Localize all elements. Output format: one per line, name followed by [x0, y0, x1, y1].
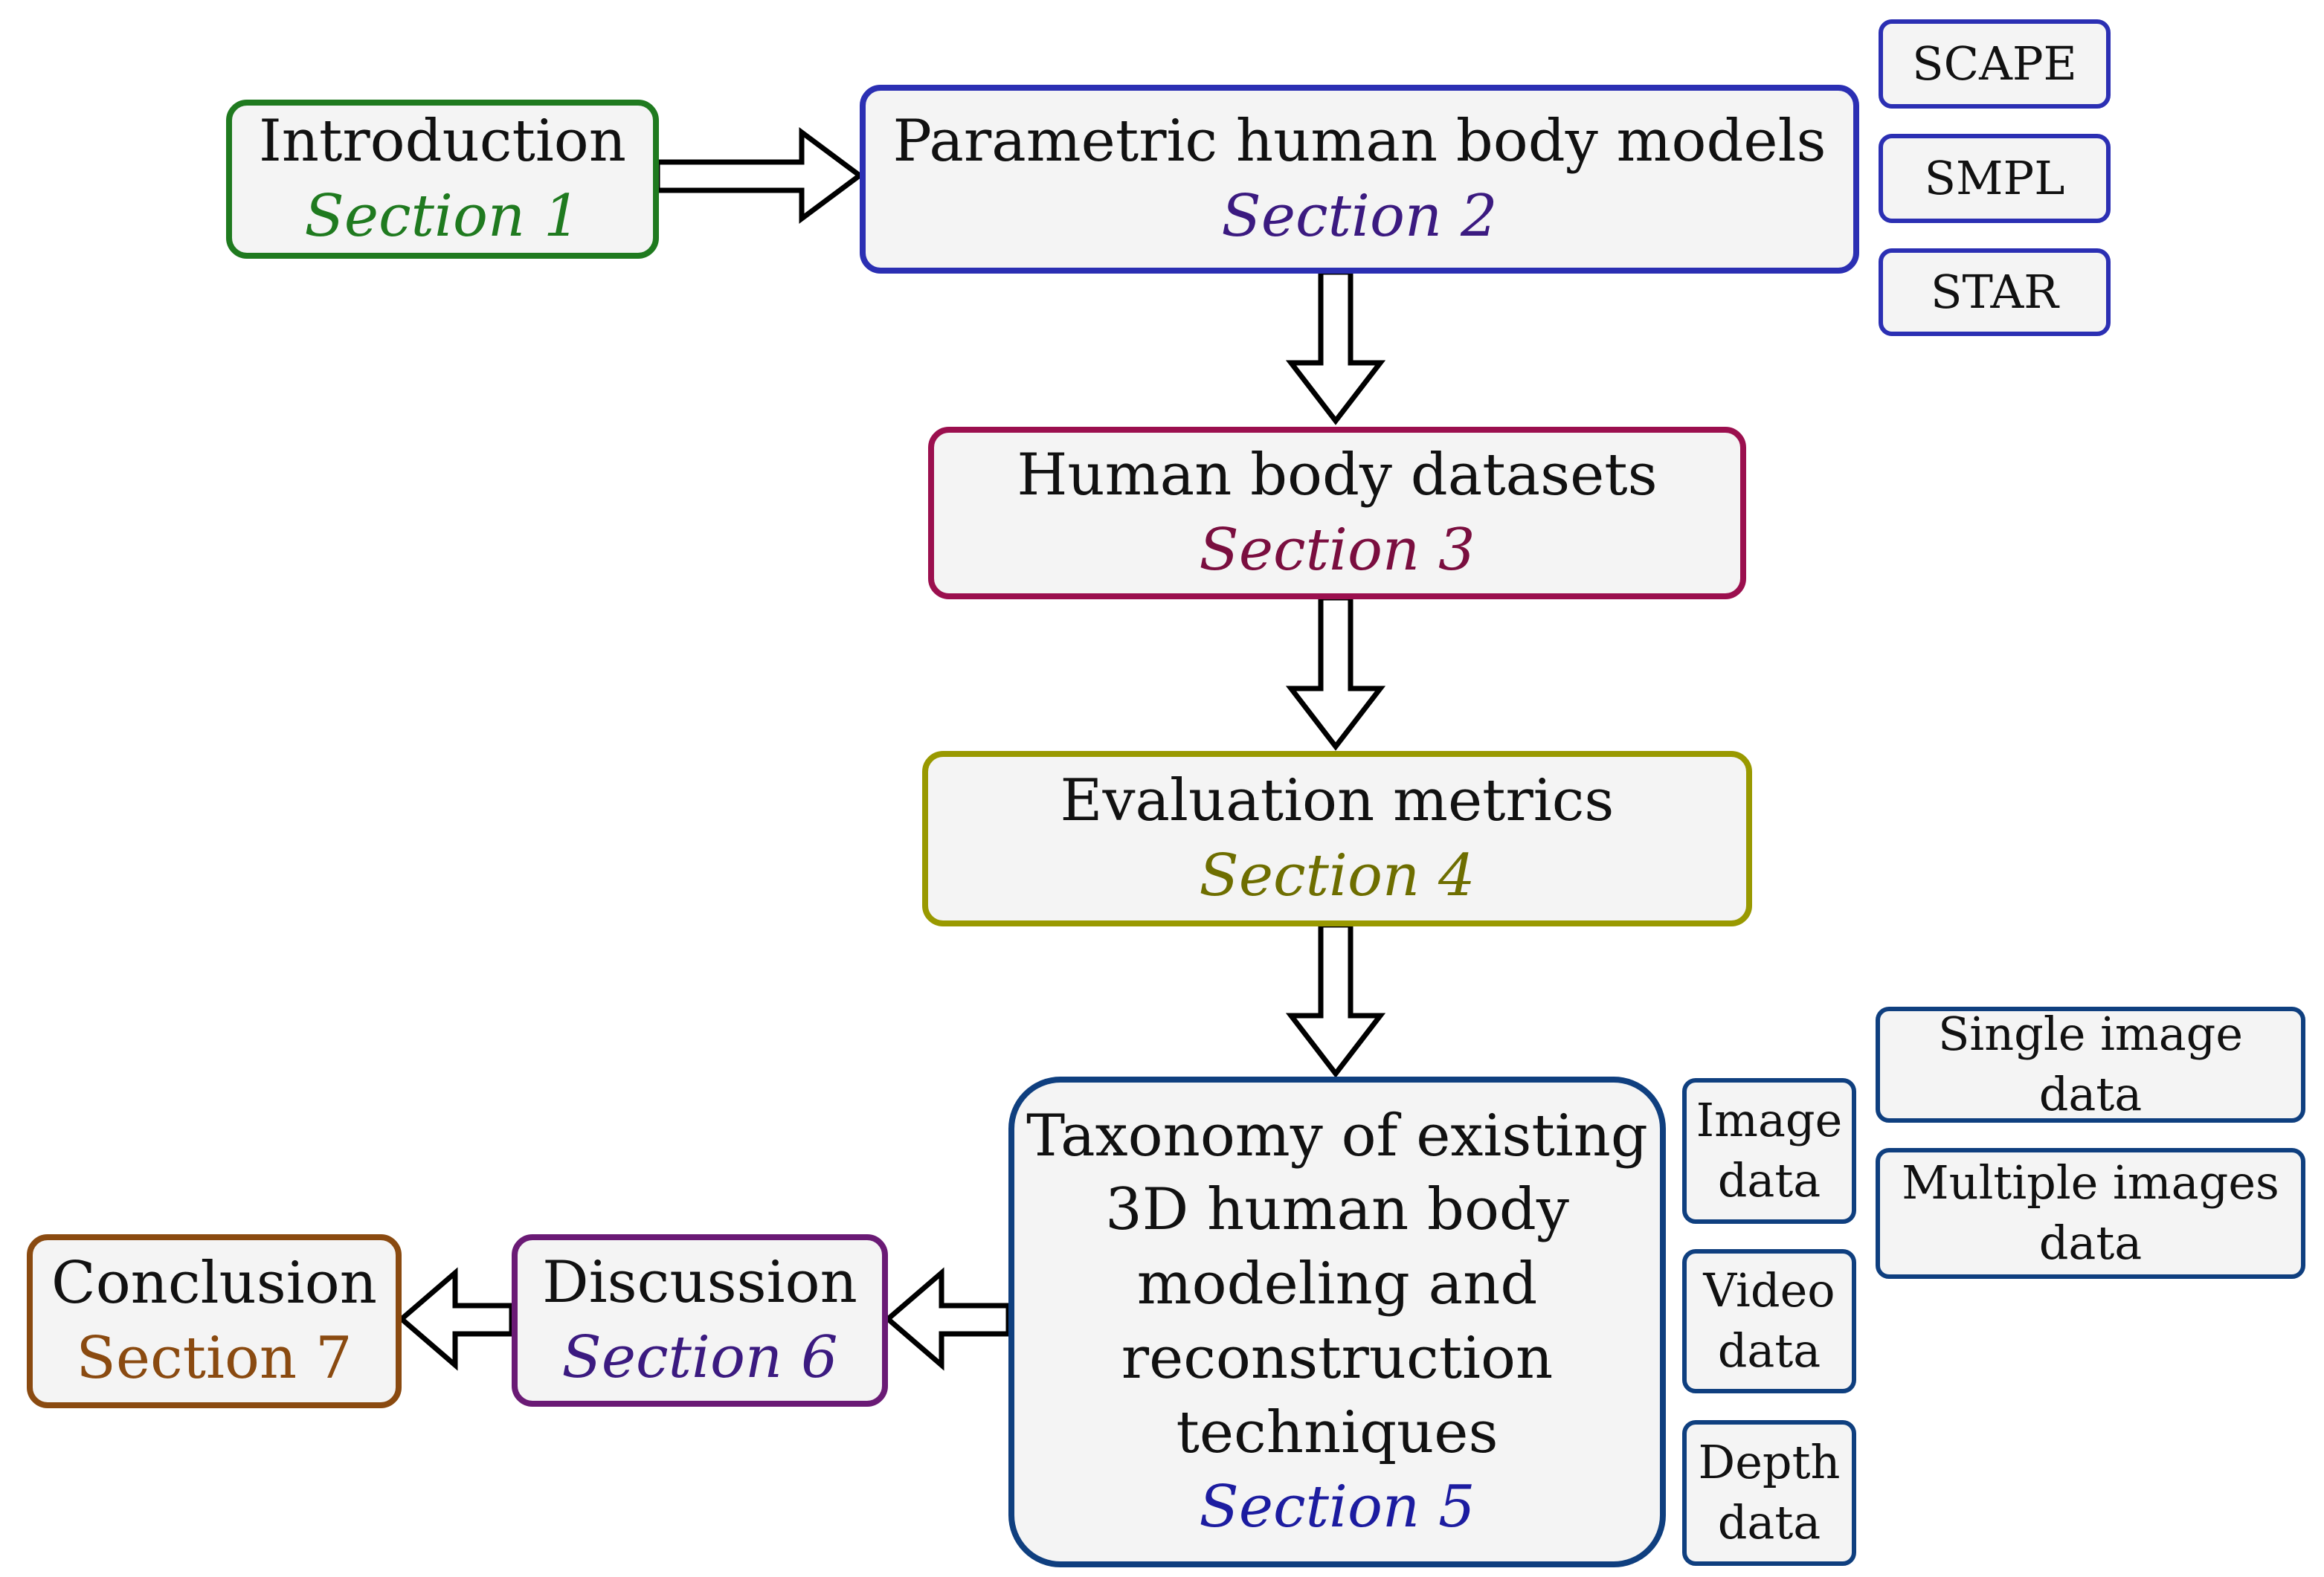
introduction-node: Introduction Section 1: [226, 100, 659, 259]
arrow-datasets-to-metrics: [1285, 595, 1386, 751]
subtag-multiple-images-data: Multiple images data: [1876, 1148, 2305, 1279]
evaluation-metrics-node: Evaluation metrics Section 4: [922, 751, 1752, 926]
node-title: Introduction: [259, 107, 626, 175]
subtag-single-image-data: Single image data: [1876, 1007, 2305, 1123]
node-title: Evaluation metrics: [1060, 767, 1615, 834]
arrow-intro-to-parametric: [654, 127, 864, 224]
parametric-models-node: Parametric human body models Section 2: [860, 85, 1859, 274]
tag-line-2: data: [1717, 1323, 1821, 1378]
arrow-metrics-to-taxonomy: [1285, 922, 1386, 1078]
node-title: Conclusion: [51, 1249, 377, 1317]
data-tag-video: Video data: [1682, 1249, 1856, 1393]
node-title-line-5: techniques: [1176, 1399, 1499, 1466]
node-title: Discussion: [542, 1248, 857, 1316]
tag-line-1: Video: [1703, 1263, 1835, 1318]
node-section-label: Section 1: [304, 183, 581, 250]
tag-line-2: data: [2038, 1216, 2143, 1270]
tag-line-2: data: [1717, 1495, 1821, 1549]
conclusion-node: Conclusion Section 7: [27, 1234, 402, 1408]
model-tag-star: STAR: [1879, 248, 2111, 336]
node-title-line-4: reconstruction: [1121, 1325, 1554, 1392]
node-section-label: Section 2: [1221, 183, 1498, 250]
node-title-line-3: modeling and: [1136, 1251, 1538, 1318]
arrow-taxonomy-to-discussion: [883, 1267, 1011, 1371]
node-title: Human body datasets: [1017, 441, 1658, 509]
node-title-line-2: 3D human body: [1105, 1176, 1569, 1244]
model-tag-scape: SCAPE: [1879, 19, 2111, 109]
tag-line-1: Image: [1696, 1093, 1843, 1148]
node-section-label: Section 7: [76, 1325, 353, 1392]
discussion-node: Discussion Section 6: [512, 1234, 888, 1407]
model-tag-smpl: SMPL: [1879, 134, 2111, 223]
node-title-line-1: Taxonomy of existing: [1026, 1102, 1648, 1170]
node-section-label: Section 6: [561, 1324, 838, 1391]
human-body-datasets-node: Human body datasets Section 3: [928, 427, 1746, 599]
node-section-label: Section 5: [1199, 1473, 1475, 1541]
data-tag-depth: Depth data: [1682, 1420, 1856, 1566]
node-section-label: Section 3: [1199, 517, 1475, 584]
tag-line-1: Multiple images: [1902, 1155, 2279, 1210]
node-title: Parametric human body models: [892, 107, 1826, 175]
arrow-parametric-to-datasets: [1285, 269, 1386, 425]
data-tag-image: Image data: [1682, 1078, 1856, 1224]
tag-line-1: Depth: [1698, 1435, 1841, 1490]
arrow-discussion-to-conclusion: [397, 1267, 515, 1371]
node-section-label: Section 4: [1199, 842, 1475, 909]
taxonomy-node: Taxonomy of existing 3D human body model…: [1008, 1077, 1666, 1567]
tag-line-2: data: [1717, 1153, 1821, 1207]
